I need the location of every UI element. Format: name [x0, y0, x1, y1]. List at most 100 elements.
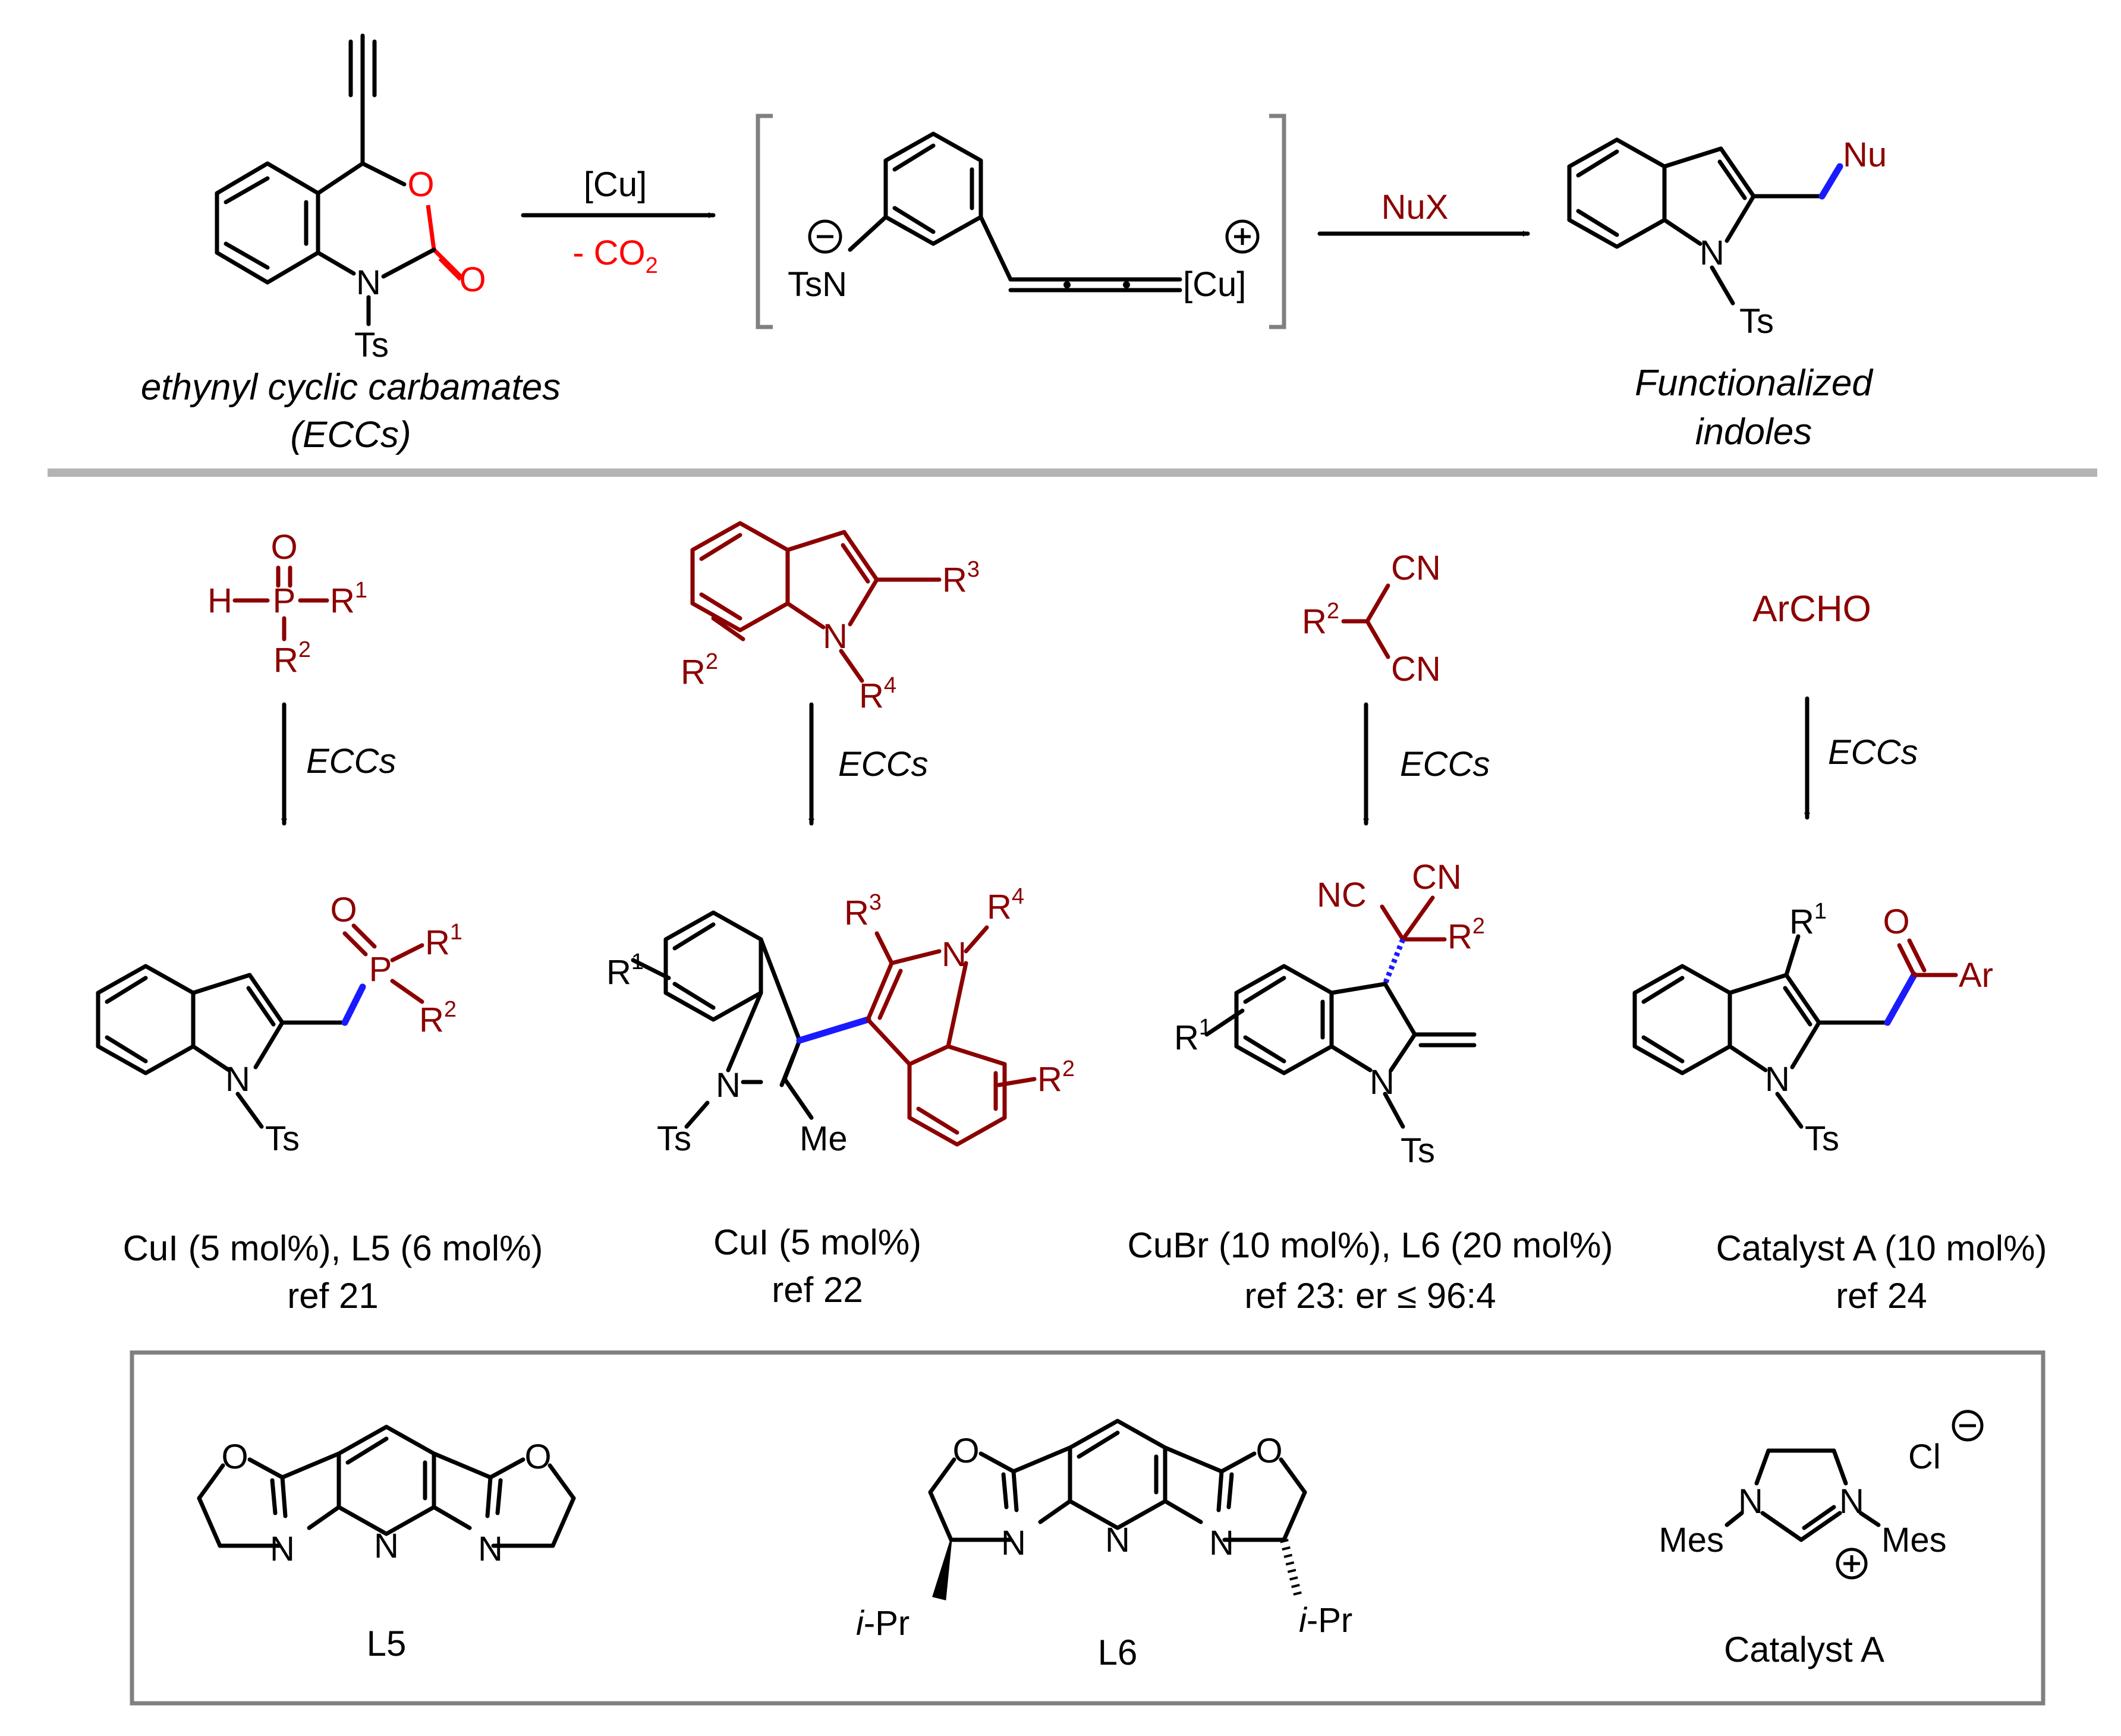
l6-n-right: N: [1209, 1524, 1234, 1562]
reaction-1-ecc-label: ECCs: [306, 742, 396, 781]
nitrogen-label: N: [1700, 234, 1725, 272]
reaction-4-conditions: Catalyst A (10 mol%): [1716, 1228, 2047, 1268]
chloride-label: Cl: [1908, 1438, 1941, 1476]
product-4-ar: Ar: [1959, 956, 1993, 995]
reagent-1-r2: R2: [273, 637, 311, 680]
reagent-1-r1: R1: [330, 578, 367, 620]
product-name-line1: Functionalized: [1635, 363, 1874, 404]
functionalized-indole: N Ts Nu: [1567, 136, 1887, 341]
reagent-3-cn-bottom: CN: [1391, 650, 1441, 688]
product-2-r3: R3: [844, 890, 882, 932]
ligand-l6: O N N O N i-Pr i-Pr: [856, 1419, 1352, 1643]
product-1-p: P: [369, 950, 392, 989]
reagent-4-archo: ArCHO: [1752, 589, 1871, 630]
reaction-1-reagent: O H P R1 R2: [207, 528, 367, 680]
product-name-line2: indoles: [1695, 411, 1812, 452]
l6-ipr-left: i-Pr: [856, 1604, 910, 1643]
product-2-r4: R4: [987, 884, 1024, 926]
reagent-2-r2: R2: [681, 649, 718, 691]
reaction-4-ecc-label: ECCs: [1828, 733, 1918, 772]
catalyst-mes-right: Mes: [1881, 1521, 1947, 1559]
catalyst-n-left: N: [1738, 1482, 1763, 1521]
product-3-r1: R1: [1174, 1015, 1211, 1057]
reaction-1-conditions: CuI (5 mol%), L5 (6 mol%): [123, 1228, 543, 1268]
reaction-3-ref: ref 23: er ≤ 96:4: [1244, 1276, 1496, 1316]
product-3-nc: NC: [1317, 876, 1367, 914]
divider-line: [48, 468, 2097, 477]
nitrogen-label: N: [225, 1060, 250, 1099]
reaction-3-reagent: CN R2 CN: [1302, 549, 1441, 688]
l6-ipr-right: i-Pr: [1299, 1601, 1352, 1640]
product-1-oxygen: O: [330, 891, 357, 929]
methyl-label: Me: [800, 1119, 848, 1158]
reaction-1-ref: ref 21: [287, 1276, 378, 1316]
product-4-r1: R1: [1789, 899, 1827, 941]
reaction-3-product: NC CN R2 R1 N Ts: [1174, 858, 1485, 1170]
reagent-3-cn-top: CN: [1391, 549, 1441, 587]
cu-label: [Cu]: [1183, 265, 1246, 304]
nitrogen-label: N: [716, 1066, 741, 1105]
l5-o-right: O: [524, 1438, 551, 1476]
l6-label: L6: [1098, 1633, 1138, 1672]
reaction-4-ref: ref 24: [1836, 1276, 1927, 1316]
reaction-3-ecc-label: ECCs: [1400, 745, 1490, 784]
l6-n-left: N: [1001, 1524, 1026, 1562]
l5-n-right: N: [478, 1530, 503, 1568]
ligand-l5: O N N O N: [197, 1424, 576, 1568]
l6-o-right: O: [1255, 1432, 1282, 1470]
ligand-box: [130, 1350, 2046, 1706]
ecc-name-line1: ethynyl cyclic carbamates: [141, 367, 561, 408]
ts-label: Ts: [1401, 1131, 1435, 1170]
reagent-1-oxygen: O: [270, 528, 297, 567]
reagent-1-p: P: [273, 581, 296, 620]
oxygen-atom-label: O: [407, 165, 434, 204]
reagent-3-r2: R2: [1302, 599, 1339, 641]
nitrogen-label: N: [356, 263, 381, 302]
reaction-2-ecc-label: ECCs: [838, 745, 928, 784]
l5-o-left: O: [221, 1438, 248, 1476]
product-1-r1: R1: [425, 920, 462, 962]
product-3-cn: CN: [1412, 858, 1462, 897]
reaction-2-product: R1 N Ts Me R3 N R4 R2: [606, 884, 1075, 1158]
reagent-2-n: N: [823, 617, 848, 656]
reagent-2-r4: R4: [859, 673, 896, 715]
product-1-r2: R2: [419, 997, 457, 1039]
catalyst-mes-left: Mes: [1659, 1521, 1724, 1559]
product-2-r1: R1: [606, 949, 644, 992]
carbonyl-oxygen-label: O: [459, 260, 486, 299]
reaction-3-conditions: CuBr (10 mol%), L6 (20 mol%): [1128, 1225, 1613, 1265]
l5-n-left: N: [270, 1530, 295, 1568]
l5-label: L5: [367, 1624, 407, 1663]
catalyst-n-right: N: [1839, 1482, 1864, 1521]
co2-loss-label: - CO2: [572, 234, 658, 278]
ecc-structure: O O N Ts: [215, 33, 486, 364]
reagent-1-h: H: [207, 581, 232, 620]
intermediate-brackets: [756, 114, 1286, 329]
catalyst-a: N N Mes Mes Cl: [1659, 1410, 1984, 1580]
reaction-4-product: R1 O Ar N Ts: [1632, 899, 1993, 1158]
ts-label: Ts: [657, 1119, 691, 1158]
reagent-2-r3: R3: [942, 557, 980, 599]
l6-n-pyridine: N: [1105, 1521, 1130, 1559]
ts-label: Ts: [265, 1119, 300, 1158]
product-3-r2: R2: [1447, 914, 1485, 956]
ecc-name-line2: (ECCs): [290, 414, 411, 455]
ts-label: Ts: [354, 326, 389, 364]
tsn-label: TsN: [788, 265, 847, 304]
product-2-r2: R2: [1037, 1056, 1075, 1099]
l5-n-pyridine: N: [374, 1527, 399, 1565]
nitrogen-label: N: [1370, 1063, 1395, 1102]
l6-o-left: O: [952, 1432, 979, 1470]
reaction-2-reagent: N R3 R2 R4: [681, 521, 980, 715]
nux-label: NuX: [1382, 188, 1449, 227]
product-2-n: N: [942, 935, 967, 974]
ts-label: Ts: [1805, 1119, 1839, 1158]
copper-allenylidene: TsN [Cu]: [788, 131, 1260, 304]
ts-label: Ts: [1739, 302, 1774, 341]
reaction-1-product: N Ts O P R1 R2: [96, 891, 462, 1158]
reaction-2-conditions: CuI (5 mol%): [713, 1222, 921, 1262]
reaction-2-ref: ref 22: [772, 1270, 863, 1310]
nu-label: Nu: [1843, 136, 1887, 174]
product-4-oxygen: O: [1883, 902, 1909, 941]
